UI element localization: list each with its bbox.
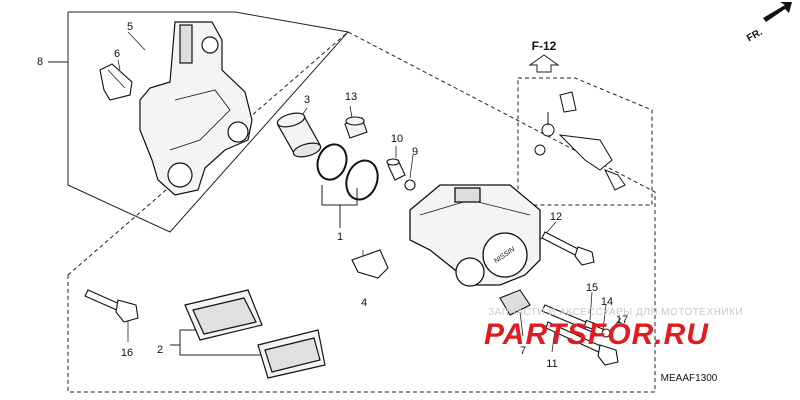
callout-4: 4	[360, 297, 368, 309]
callout-16: 16	[120, 347, 134, 359]
callout-9: 9	[411, 146, 419, 158]
watermark-brand-left: PARTS	[484, 318, 588, 351]
callout-6: 6	[113, 48, 121, 60]
brake-hose-fitting	[534, 91, 626, 191]
bolt-12	[541, 231, 595, 266]
callout-3: 3	[303, 94, 311, 106]
pad-spring	[99, 63, 133, 101]
callout-7: 7	[519, 345, 527, 357]
watermark-brand-right: FOR.RU	[587, 318, 709, 351]
watermark-brand: PARTSFOR.RU	[484, 318, 709, 352]
callout-13: 13	[344, 91, 358, 103]
bleeder-cap	[344, 116, 368, 139]
callout-14: 14	[600, 296, 614, 308]
bolt-16	[84, 289, 139, 323]
bleeder-valve	[386, 158, 416, 191]
callout-10: 10	[390, 133, 404, 145]
callout-17: 17	[615, 314, 629, 326]
piston	[276, 112, 322, 158]
bracket-group-box	[67, 11, 349, 233]
brake-pads	[184, 289, 326, 379]
piston-seals	[316, 143, 379, 201]
callout-2: 2	[156, 344, 164, 356]
diagram-code: MEAAF1300	[660, 373, 718, 384]
callout-12: 12	[549, 211, 563, 223]
callout-1: 1	[336, 231, 344, 243]
caliper-group-box	[67, 31, 656, 393]
caliper-bracket	[139, 21, 253, 196]
watermark-tagline: ЗАПЧАСТИ И АКСЕССУАРЫ ДЛЯ МОТОТЕХНИКИ	[488, 307, 744, 318]
caliper-body	[409, 184, 541, 287]
reference-f12-label: F-12	[531, 39, 557, 53]
callout-11: 11	[546, 358, 558, 370]
front-direction-arrow-icon	[763, 2, 792, 22]
group-2-bracket	[179, 329, 265, 356]
callout-8: 8	[36, 56, 44, 68]
callout-15: 15	[585, 282, 599, 294]
group-1-bracket	[321, 185, 358, 206]
pad-retainer	[351, 249, 389, 279]
reference-arrow-icon	[528, 54, 560, 73]
boot-and-pins	[499, 289, 619, 366]
callout-5: 5	[126, 21, 134, 33]
